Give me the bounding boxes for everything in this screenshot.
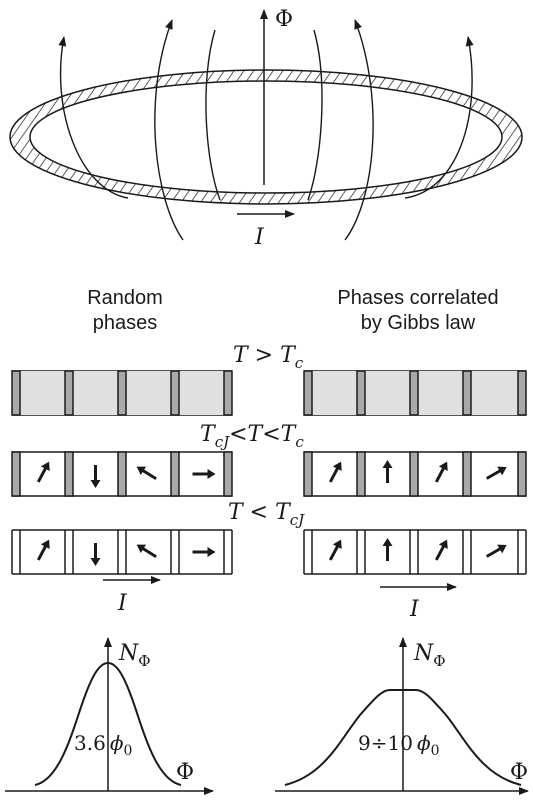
right-cell: [365, 371, 410, 415]
left-junction-bar: [11, 451, 21, 497]
left-phase-arrow-head: [136, 466, 147, 476]
dist-left-y-label: NΦ: [118, 641, 151, 670]
header-correlated: Phases correlated: [337, 287, 498, 309]
right-junction-bar: [356, 451, 366, 497]
right-junction-bar: [517, 370, 527, 416]
left-phase-arrow-head: [90, 480, 101, 488]
right-phase-arrow-head: [382, 538, 393, 546]
flux-label: Φ: [275, 7, 293, 32]
left-junction-bar: [11, 370, 21, 416]
right-junction-bar: [462, 451, 472, 497]
field-line: [344, 19, 374, 241]
ring-figure: Φ I: [9, 7, 523, 250]
field-line: [154, 19, 184, 241]
right-junction-bar: [409, 370, 419, 416]
left-junction-bar: [117, 370, 127, 416]
left-junction-bar: [170, 370, 180, 416]
left-phase-arrow-head: [40, 461, 50, 472]
right-junction-bar: [303, 370, 313, 416]
junction-strips: [11, 370, 527, 575]
right-phase-arrow-head: [497, 466, 507, 476]
dist-right-y-label: NΦ: [413, 641, 446, 670]
right-phase-arrow-head: [497, 544, 507, 554]
header-gibbs: by Gibbs law: [361, 312, 476, 334]
right-cell: [471, 371, 518, 415]
current-label: I: [254, 225, 265, 250]
left-phase-arrow-head: [136, 544, 147, 554]
left-junction-bar: [64, 370, 74, 416]
right-cell: [418, 371, 463, 415]
left-cell: [20, 371, 65, 415]
left-cell: [73, 371, 118, 415]
condition-between: TcJ<T<Tc: [200, 422, 304, 451]
field-line: [404, 36, 474, 199]
left-junction-bar: [223, 451, 233, 497]
dist-right-curve: [284, 689, 522, 786]
field-line: [205, 29, 221, 201]
right-phase-arrow: [485, 468, 504, 480]
dist-left-x-label: Φ: [176, 760, 194, 785]
right-phase-arrow: [485, 546, 504, 558]
dist-left-curve: [34, 661, 182, 786]
header-phases: phases: [93, 312, 158, 334]
right-phase-arrow-head: [438, 461, 448, 472]
left-phase-arrow-head: [40, 539, 50, 550]
left-junction-bar: [64, 451, 74, 497]
right-junction-bar: [462, 370, 472, 416]
condition-above-tc: T > Tc: [233, 343, 304, 372]
right-junction-bar: [303, 451, 313, 497]
right-phase-arrow-head: [438, 539, 448, 550]
right-junction-bar: [517, 451, 527, 497]
field-line: [58, 36, 129, 199]
left-phase-arrow-head: [207, 469, 216, 479]
right-phase-arrow-head: [332, 539, 342, 550]
current-label-right: I: [409, 597, 420, 622]
right-phase-arrow-head: [382, 460, 393, 468]
current-label-left: I: [117, 591, 128, 616]
header-random: Random: [87, 287, 163, 309]
right-junction-bar: [409, 451, 419, 497]
left-phase-arrow-head: [207, 547, 216, 557]
right-phase-arrow-head: [332, 461, 342, 472]
dist-right-x-label: Φ: [510, 760, 528, 785]
left-junction-bar: [117, 451, 127, 497]
right-junction-bar: [356, 370, 366, 416]
left-cell: [126, 371, 171, 415]
right-cell: [312, 371, 357, 415]
condition-below-tcj: T < TcJ: [228, 500, 305, 529]
field-line: [307, 29, 323, 201]
left-phase-arrow-head: [90, 558, 101, 566]
left-junction-bar: [223, 370, 233, 416]
left-junction-bar: [170, 451, 180, 497]
superconducting-ring: [9, 69, 523, 205]
left-cell: [179, 371, 224, 415]
